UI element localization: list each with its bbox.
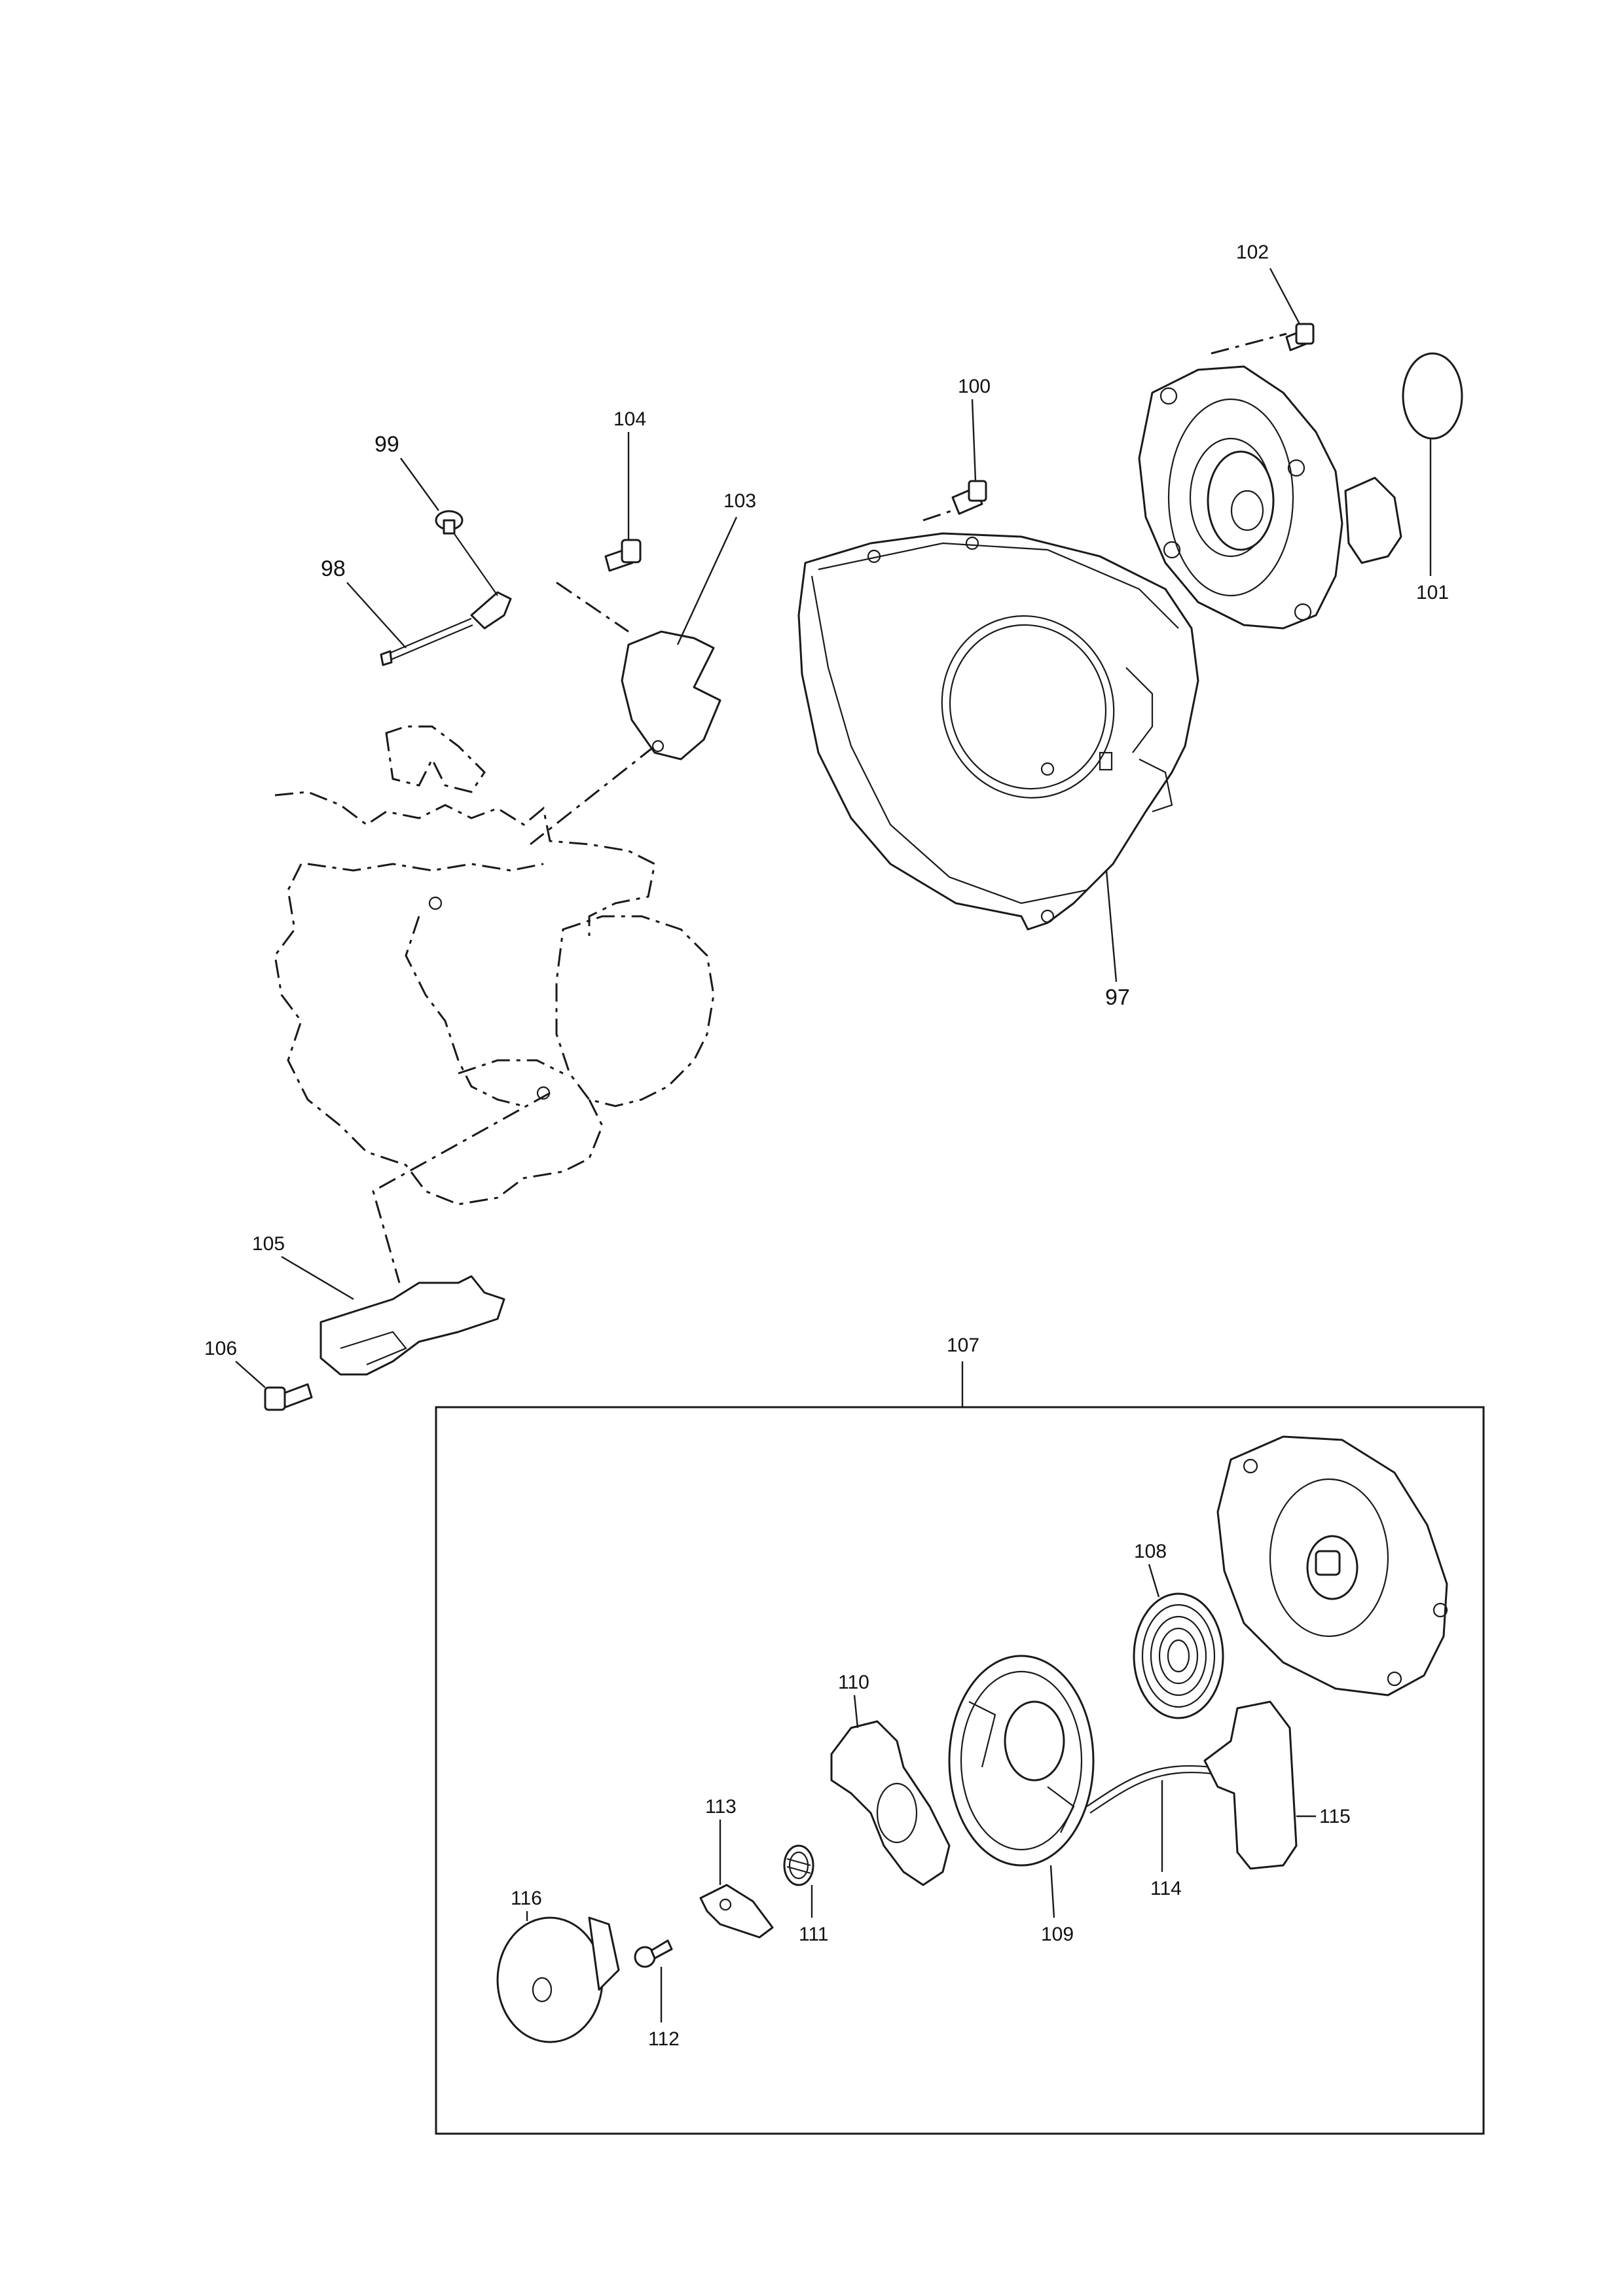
callout-103: 103 — [723, 490, 756, 512]
decal-disc-part — [1402, 352, 1463, 440]
callout-107: 107 — [947, 1335, 979, 1356]
recoil-assembly-box — [435, 1406, 1485, 2135]
bolt-106-part — [264, 1383, 313, 1411]
callout-108: 108 — [1134, 1541, 1167, 1562]
pawl-part — [699, 1884, 774, 1939]
callout-110: 110 — [838, 1672, 869, 1693]
callout-102: 102 — [1236, 242, 1269, 263]
callout-109: 109 — [1041, 1924, 1074, 1945]
bracket-103-part — [621, 630, 721, 761]
callout-113: 113 — [705, 1796, 737, 1818]
screw-112-part — [634, 1939, 673, 1968]
callout-99: 99 — [374, 432, 399, 457]
pawl-spring-part — [783, 1844, 814, 1886]
bolt-104-part — [604, 539, 642, 572]
starter-handle-part — [1203, 1700, 1298, 1870]
starter-cap-part — [496, 1916, 620, 2043]
rope-reel-part — [948, 1655, 1095, 1867]
callout-98: 98 — [321, 556, 346, 581]
callout-112: 112 — [648, 2028, 680, 2050]
callout-100: 100 — [958, 376, 991, 397]
engine-block-outline — [274, 725, 715, 1206]
fan-shroud-part — [797, 532, 1199, 931]
bolt-102-part — [1285, 323, 1315, 351]
sensor-98-part — [380, 529, 512, 666]
callout-111: 111 — [799, 1924, 829, 1945]
callout-97: 97 — [1105, 985, 1130, 1010]
starter-cover-part — [1216, 1435, 1448, 1696]
recoil-spring-part — [1133, 1592, 1224, 1719]
callout-106: 106 — [204, 1338, 237, 1359]
starter-rope-part — [1086, 1765, 1213, 1814]
callout-labels: 97 98 99 100 101 102 103 104 105 106 107… — [204, 242, 1449, 2050]
pawl-guide-part — [830, 1720, 951, 1886]
callout-105: 105 — [252, 1233, 285, 1255]
callout-104: 104 — [613, 408, 646, 430]
callout-116: 116 — [511, 1888, 542, 1909]
assembly-guide-lines — [372, 332, 1287, 1283]
callout-101: 101 — [1416, 582, 1449, 603]
recoil-starter-cover-part — [1138, 365, 1402, 630]
callout-115: 115 — [1319, 1806, 1351, 1827]
leader-lines — [235, 268, 1432, 2022]
bolt-100-part — [951, 480, 987, 515]
callout-114: 114 — [1150, 1878, 1182, 1899]
screw-99-part — [435, 510, 464, 535]
plate-105-part — [319, 1275, 505, 1376]
